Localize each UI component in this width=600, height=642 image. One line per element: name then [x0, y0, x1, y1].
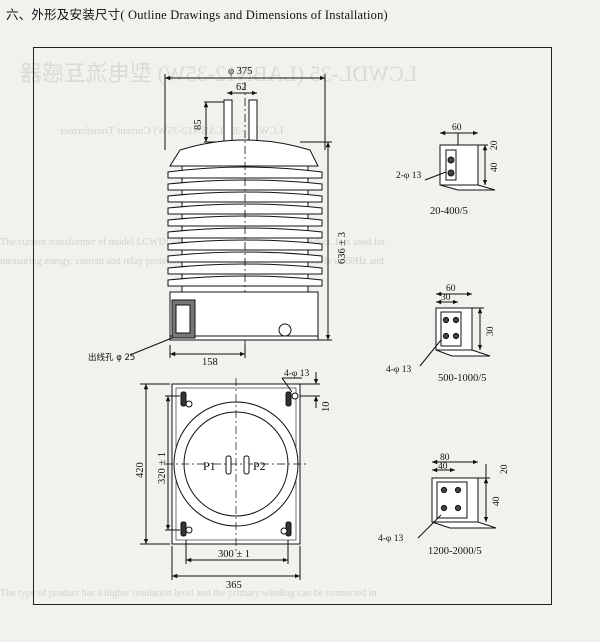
terminal-labels: 60 20 40 2-φ 13 20-400/5 60 30 30 4-φ 13… — [378, 123, 510, 557]
drawing-frame — [33, 47, 552, 605]
dimension-labels: φ 375 62 85 636 ± 3 158 出线孔 φ 25 420 320… — [88, 66, 348, 591]
plan-hole-label: 4-φ 13 — [284, 369, 310, 379]
plan-mount-width-label: 300 ± 1 — [218, 549, 250, 560]
t1-dim-c: 40 — [490, 162, 500, 172]
bleed-line-d: The type of product has a higher insulat… — [0, 588, 377, 599]
base-offset-label: 158 — [202, 357, 218, 368]
base-thickness-label: 10 — [321, 402, 332, 413]
t3-ratio: 1200-2000/5 — [428, 546, 482, 557]
overall-height-label: 636 ± 3 — [337, 232, 348, 264]
t1-ratio: 20-400/5 — [430, 206, 468, 217]
outer-diameter-label: φ 375 — [228, 66, 252, 77]
primary-p2-label: P2 — [253, 459, 266, 473]
section-title: 六、外形及安装尺寸( Outline Drawings and Dimensio… — [6, 4, 388, 23]
primary-p1-label: P1 — [203, 459, 216, 473]
terminal-detail-3 — [417, 459, 497, 539]
front-elevation — [129, 74, 332, 358]
section-title-en: ( Outline Drawings and Dimensions of Ins… — [120, 8, 388, 22]
plan-height-label: 420 — [135, 462, 146, 478]
t2-dim-c: 30 — [486, 326, 496, 336]
terminal-width-label: 62 — [236, 82, 247, 93]
plan-width-label: 365 — [226, 580, 242, 591]
plan-mount-height-label: 320 ± 1 — [157, 452, 168, 484]
terminal-detail-1 — [424, 130, 496, 191]
t3-dim-a: 80 — [440, 453, 450, 463]
terminal-detail-2 — [419, 291, 491, 367]
t3-dim-d: 20 — [500, 464, 510, 474]
section-title-cn: 六、外形及安装尺寸 — [6, 7, 121, 22]
t1-holes: 2-φ 13 — [396, 171, 422, 181]
t2-ratio: 500-1000/5 — [438, 373, 486, 384]
t3-holes: 4-φ 13 — [378, 534, 404, 544]
outlet-hole-label: 出线孔 φ 25 — [88, 352, 135, 363]
t2-dim-a: 60 — [446, 284, 456, 294]
terminal-height-label: 85 — [193, 120, 204, 131]
t3-dim-c: 40 — [492, 496, 502, 506]
t1-dim-b: 20 — [490, 140, 500, 150]
t2-holes: 4-φ 13 — [386, 365, 412, 375]
plan-view — [140, 372, 320, 580]
t1-dim-a: 60 — [452, 123, 462, 133]
t2-dim-b: 30 — [441, 293, 451, 303]
t3-dim-b: 40 — [438, 462, 448, 472]
